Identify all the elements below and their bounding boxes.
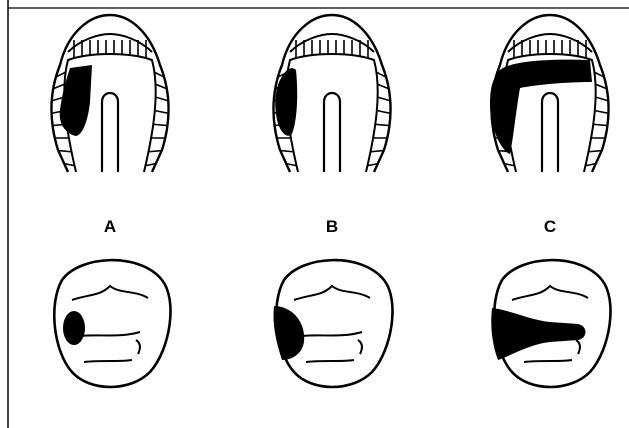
lesion-b-occlusal [273,306,304,360]
tooth-b-section [270,15,394,172]
tooth-b-occlusal [273,260,392,387]
tooth-a-section [48,15,172,172]
lesion-c-occlusal [491,308,585,360]
tooth-c-section [488,15,612,172]
tooth-a-occlusal [54,260,170,387]
label-a: A [104,217,116,236]
lesion-a-occlusal [63,311,85,345]
tooth-c-occlusal [491,260,610,387]
label-b: B [326,217,338,236]
label-c: C [544,217,556,236]
